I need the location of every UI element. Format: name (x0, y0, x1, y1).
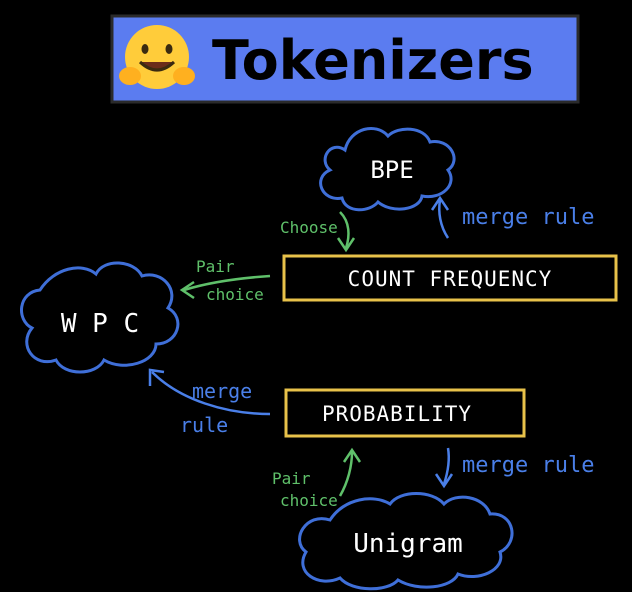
bpe-merge-rule-arrow: merge rule (430, 195, 594, 239)
choose-arrow: Choose (280, 211, 356, 253)
wpc-pair-choice-arrow: Pair choice (179, 257, 271, 304)
probability-box: PROBABILITY (284, 388, 526, 438)
count-frequency-rect (282, 254, 618, 302)
title-banner: Tokenizers (110, 14, 580, 104)
wpc-merge-label: merge (192, 379, 252, 403)
choose-label: Choose (280, 218, 338, 237)
bpe-label: BPE (370, 156, 413, 184)
unigram-pair-label: Pair (272, 469, 311, 488)
wpc-choice-label: choice (206, 285, 264, 304)
page-title: Tokenizers (212, 29, 534, 92)
wpc-merge-rule-arrow: merge rule (148, 368, 271, 437)
probability-label: PROBABILITY (322, 402, 472, 426)
unigram-cloud: Unigram (298, 492, 514, 591)
unigram-pair-choice-arrow: Pair choice (272, 447, 362, 510)
unigram-choice-label: choice (280, 491, 338, 510)
unigram-merge-rule-arrow: merge rule (434, 447, 594, 489)
title-banner-bg (110, 14, 580, 104)
hugging-face-icon (119, 25, 195, 89)
wpc-label: W P C (61, 309, 139, 339)
probability-rect (284, 388, 526, 438)
count-frequency-label: COUNT FREQUENCY (348, 267, 553, 291)
wpc-pair-label: Pair (196, 257, 235, 276)
unigram-label: Unigram (353, 529, 463, 559)
bpe-merge-rule-label: merge rule (462, 205, 594, 230)
count-frequency-box: COUNT FREQUENCY (282, 254, 618, 302)
unigram-merge-rule-label: merge rule (462, 453, 594, 478)
wpc-rule-label: rule (180, 413, 228, 437)
wpc-cloud: W P C (20, 261, 180, 374)
bpe-cloud: BPE (319, 127, 456, 212)
